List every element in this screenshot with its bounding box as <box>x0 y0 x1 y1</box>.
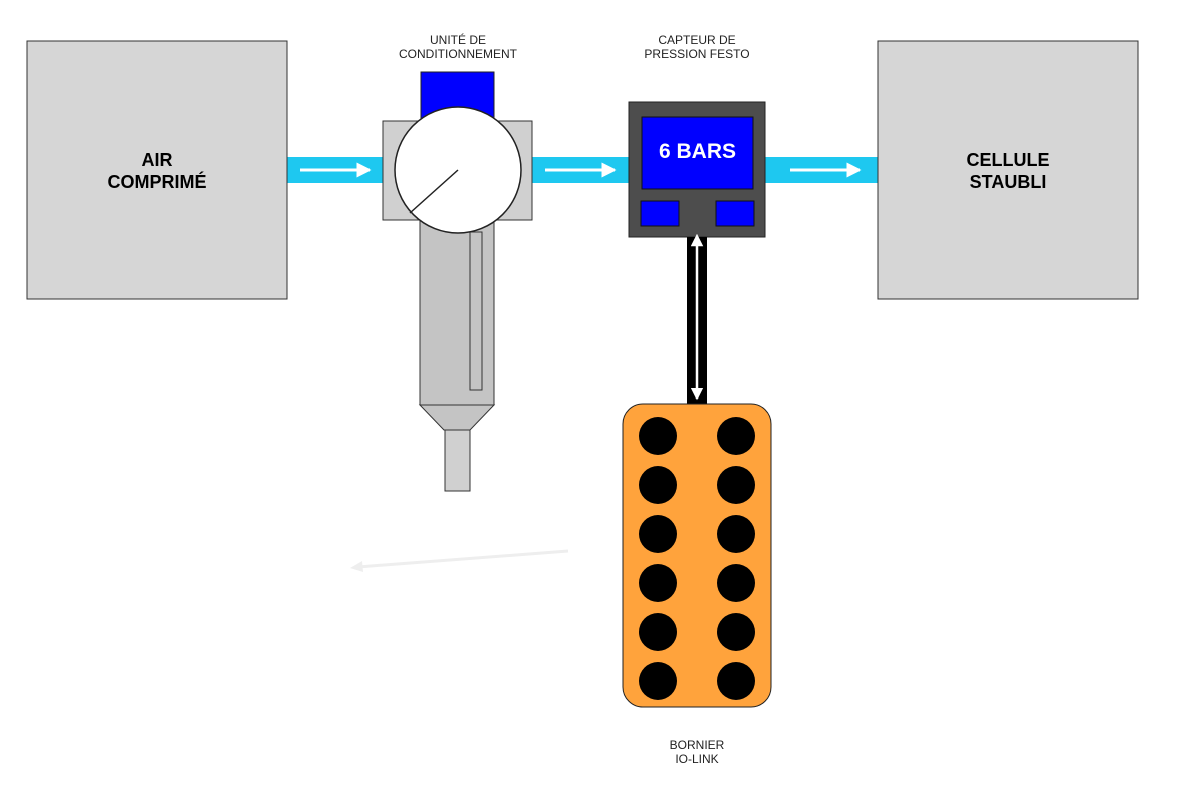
conditioning-unit <box>382 71 533 492</box>
pressure-sensor-caption: CAPTEUR DE PRESSION FESTO <box>607 33 787 61</box>
filter-bowl-taper <box>418 404 496 431</box>
pressure-display-value: 6 BARS <box>658 140 737 163</box>
pressure-sensor-caption-line1: CAPTEUR DE <box>658 33 736 47</box>
terminal-port <box>717 662 755 700</box>
stray-faint-arrowhead <box>350 561 363 572</box>
cell-label-line2: STAUBLI <box>969 172 1047 192</box>
conditioning-unit-caption: UNITÉ DE CONDITIONNEMENT <box>368 33 548 61</box>
terminal-port <box>639 466 677 504</box>
terminal-port <box>639 662 677 700</box>
sensor-button-right <box>715 200 755 227</box>
cell-label: CELLULE STAUBLI <box>938 149 1078 193</box>
sight-glass <box>469 231 483 391</box>
pressure-sensor <box>628 101 766 238</box>
air-source-label-line2: COMPRIMÉ <box>107 172 207 192</box>
air-source-label-line1: AIR <box>141 150 173 170</box>
conditioning-unit-caption-line2: CONDITIONNEMENT <box>399 47 517 61</box>
drain-valve <box>444 429 471 492</box>
filter-bowl <box>419 209 495 406</box>
gauge-needle-icon <box>409 169 459 214</box>
cell-block <box>877 40 1139 300</box>
terminal-port <box>717 613 755 651</box>
sensor-screen <box>641 116 754 190</box>
terminal-port <box>717 564 755 602</box>
terminal-block-caption-line1: BORNIER <box>669 738 725 752</box>
terminal-block <box>622 403 772 708</box>
terminal-port <box>717 515 755 553</box>
stray-faint-arrow <box>357 549 569 569</box>
terminal-port <box>717 466 755 504</box>
terminal-port <box>639 564 677 602</box>
terminal-port <box>639 417 677 455</box>
air-source-block <box>26 40 288 300</box>
terminal-port <box>639 613 677 651</box>
terminal-block-caption-line2: IO-LINK <box>675 752 719 766</box>
terminal-port <box>717 417 755 455</box>
terminal-port <box>639 515 677 553</box>
sensor-button-left <box>640 200 680 227</box>
pressure-sensor-caption-line2: PRESSION FESTO <box>644 47 750 61</box>
air-source-label: AIR COMPRIMÉ <box>87 149 227 193</box>
terminal-block-caption: BORNIER IO-LINK <box>607 738 787 766</box>
cell-label-line1: CELLULE <box>966 150 1050 170</box>
conditioning-unit-caption-line1: UNITÉ DE <box>429 33 486 47</box>
